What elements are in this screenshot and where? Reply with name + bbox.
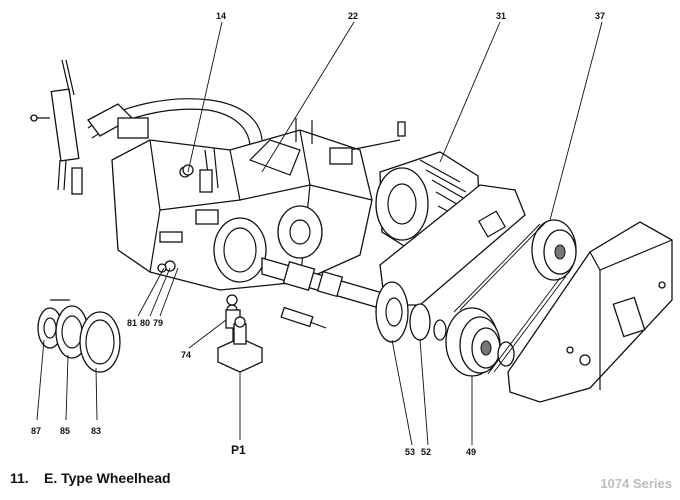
callout-14: 14: [216, 11, 226, 21]
series-label: 1074 Series: [600, 476, 672, 491]
callout-80: 80: [140, 318, 150, 328]
callout-22: 22: [348, 11, 358, 21]
callout-87: 87: [31, 426, 41, 436]
callout-74: 74: [181, 350, 191, 360]
figure-number: 11.: [10, 470, 29, 486]
belt-guard: [507, 221, 673, 403]
motor-pulley: [531, 219, 577, 281]
callout-53: 53: [405, 447, 415, 457]
callout-85: 85: [60, 426, 70, 436]
callout-49: 49: [466, 447, 476, 457]
callout-31: 31: [496, 11, 506, 21]
leader-lines: [36, 21, 603, 446]
part-p1-block: [217, 316, 263, 373]
flange-ring-set: [37, 299, 121, 373]
drive-belts: [453, 221, 567, 375]
spindle-shaft: [261, 257, 401, 315]
callout-83: 83: [91, 426, 101, 436]
callout-81: 81: [127, 318, 137, 328]
flange-collar: [375, 281, 447, 343]
callout-37: 37: [595, 11, 605, 21]
callout-79: 79: [153, 318, 163, 328]
wheelhead-body: [111, 129, 373, 291]
mounting-bracket-assembly: [30, 59, 83, 195]
callout-52: 52: [421, 447, 431, 457]
spindle-pulley: [445, 307, 515, 377]
coolant-pipe: [87, 98, 263, 146]
figure-title: E. Type Wheelhead: [44, 470, 171, 486]
figure-caption: 11. E. Type Wheelhead: [10, 470, 171, 486]
callout-p1: P1: [231, 443, 246, 457]
